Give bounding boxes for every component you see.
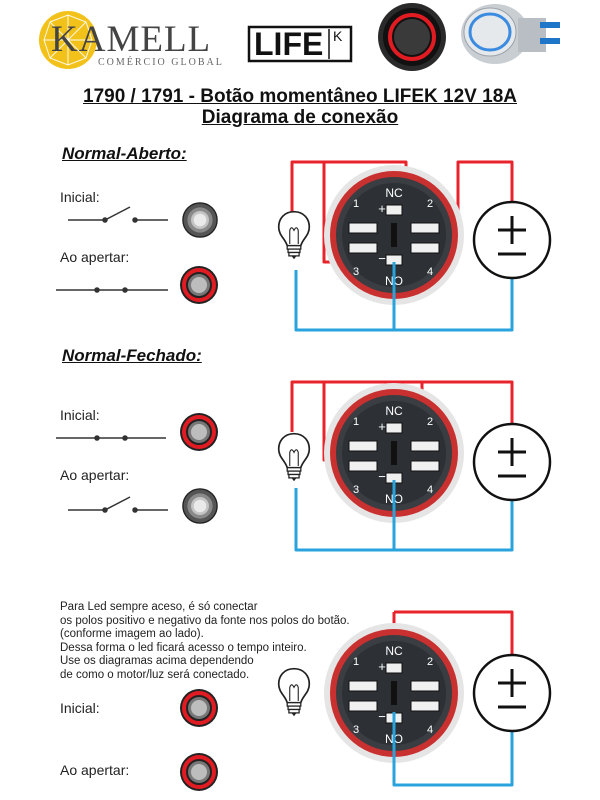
terminal-blade — [385, 422, 403, 434]
lamp-icon — [277, 210, 311, 261]
label-pin-3: 3 — [353, 484, 359, 496]
label-nc: NC — [385, 404, 403, 418]
label-pin-4: 4 — [427, 484, 433, 496]
label-nc: NC — [385, 644, 403, 658]
no-switch-open-symbol — [68, 206, 168, 223]
label-pin-2: 2 — [427, 198, 433, 210]
note-line: (conforme imagem ao lado). — [60, 628, 204, 640]
no-switch-closed-symbol — [56, 287, 168, 293]
label-pin-1: 1 — [353, 656, 359, 668]
life-logo-box — [247, 25, 353, 63]
nc-switch-closed-symbol — [56, 435, 166, 441]
header-graphics — [39, 3, 560, 71]
life-logo-text: LIFE — [254, 26, 324, 62]
red-wire-battery — [422, 380, 514, 425]
red-wire-positive — [394, 610, 514, 657]
center-divider — [391, 681, 397, 705]
blue-wire-negative — [392, 712, 514, 787]
lamp-icon — [277, 432, 311, 483]
terminal-blade — [410, 700, 440, 712]
terminal-blade — [385, 204, 403, 216]
terminal-blade — [410, 680, 440, 692]
terminal-blade — [348, 700, 378, 712]
button-photo-blue — [461, 4, 560, 64]
note-line: os polos positivo e negativo da fonte no… — [60, 614, 350, 627]
terminal-blade — [410, 440, 440, 452]
terminal-blade — [348, 460, 378, 472]
nc-switch-open-symbol — [68, 496, 168, 513]
note-line: Dessa forma o led ficará acesso o tempo … — [60, 641, 307, 654]
lamp-icon — [277, 667, 311, 718]
nc-initial-label: Inicial: — [60, 407, 100, 423]
label-plus: + — [378, 659, 386, 674]
button-lit-icon — [179, 752, 219, 792]
label-nc: NC — [385, 186, 403, 200]
terminal-blade — [348, 440, 378, 452]
terminal-blade — [348, 242, 378, 254]
brand-name: KAMELL — [51, 19, 212, 60]
led-initial-label: Inicial: — [60, 700, 100, 716]
label-pin-3: 3 — [353, 724, 359, 736]
terminal-blade — [348, 680, 378, 692]
label-plus: + — [378, 201, 386, 216]
label-pin-1: 1 — [353, 198, 359, 210]
section-heading-normally-closed: Normal-Fechado: — [62, 346, 202, 365]
terminal-blade — [385, 662, 403, 674]
brand-tagline: COMÉRCIO GLOBAL — [98, 57, 224, 68]
life-logo-suffix: K — [333, 28, 343, 44]
center-divider — [391, 223, 397, 247]
button-lit-icon — [179, 265, 219, 305]
button-lit-icon — [179, 412, 219, 452]
label-pin-4: 4 — [427, 724, 433, 736]
button-unlit-icon — [182, 488, 218, 524]
blue-wire-negative — [294, 488, 514, 552]
no-initial-label: Inicial: — [60, 189, 100, 205]
terminal-blade — [410, 460, 440, 472]
label-minus: − — [378, 709, 386, 724]
terminal-blade — [410, 242, 440, 254]
blue-wire-negative — [294, 270, 514, 332]
label-pin-1: 1 — [353, 416, 359, 428]
center-divider — [391, 441, 397, 465]
note-line: Para Led sempre aceso, é só conectar — [60, 601, 258, 613]
label-plus: + — [378, 419, 386, 434]
led-note: Para Led sempre aceso, é só conectar os … — [60, 601, 350, 682]
label-minus: − — [378, 469, 386, 484]
label-pin-3: 3 — [353, 266, 359, 278]
button-photo-red — [378, 3, 446, 71]
terminal-blade — [348, 222, 378, 234]
section-heading-normally-open: Normal-Aberto: — [62, 144, 187, 163]
no-pressed-label: Ao apertar: — [60, 249, 130, 265]
led-pressed-label: Ao apertar: — [60, 762, 130, 778]
button-lit-icon — [179, 688, 219, 728]
kamell-logo — [39, 11, 97, 69]
nc-pressed-label: Ao apertar: — [60, 467, 130, 483]
label-pin-2: 2 — [427, 416, 433, 428]
label-pin-2: 2 — [427, 656, 433, 668]
page-title: 1790 / 1791 - Botão momentâneo LIFEK 12V… — [83, 86, 517, 107]
page-subtitle: Diagrama de conexão — [201, 107, 399, 128]
label-minus: − — [378, 251, 386, 266]
label-pin-4: 4 — [427, 266, 433, 278]
button-unlit-icon — [182, 202, 218, 238]
terminal-blade — [410, 222, 440, 234]
note-line: de como o motor/luz será conectado. — [60, 668, 250, 681]
note-line: Use os diagramas acima dependendo — [60, 655, 254, 667]
